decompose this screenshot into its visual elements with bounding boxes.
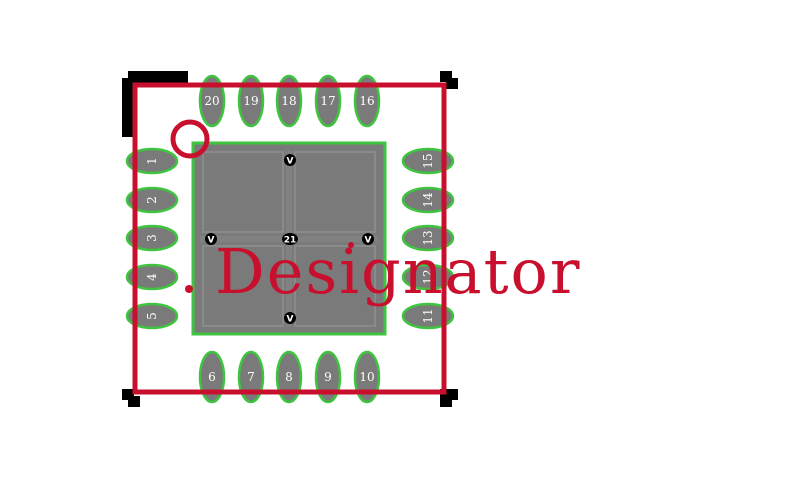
pad-shape — [125, 224, 179, 252]
pad: 14 — [401, 186, 455, 214]
pad-number: 14 — [421, 192, 435, 208]
pad-number: 19 — [243, 94, 258, 108]
pad-shape — [314, 74, 342, 128]
pad-shape — [125, 147, 179, 175]
designator-origin-dot — [185, 285, 193, 293]
thermal-pad-inset-br — [294, 245, 376, 327]
pad-shape — [401, 147, 455, 175]
pad: 17 — [314, 74, 342, 128]
via-right: V — [362, 233, 374, 246]
pad-number: 5 — [145, 312, 159, 320]
silkscreen-outline — [132, 82, 447, 395]
corner-mark-top-right — [440, 71, 458, 89]
pad-shape — [401, 186, 455, 214]
pads-right-column: 15 14 13 12 11 — [401, 147, 455, 330]
thermal-pad-inset-bl — [202, 245, 284, 327]
pad-number: 6 — [208, 370, 216, 384]
pad-number: 2 — [145, 196, 159, 204]
pad-number: 3 — [145, 234, 159, 242]
pad-shape — [401, 302, 455, 330]
via-label: V — [287, 157, 294, 167]
pad-number: 10 — [359, 370, 374, 384]
pad: 3 — [125, 224, 179, 252]
pad: 18 — [275, 74, 303, 128]
pads-top-row: 20 19 18 17 16 — [198, 74, 381, 128]
pad-number: 20 — [204, 94, 219, 108]
pad-number: 12 — [421, 269, 435, 284]
pad-shape — [198, 74, 226, 128]
pad-number: 17 — [320, 94, 335, 108]
pad-shape — [401, 263, 455, 291]
corner-mark-bottom-left — [122, 389, 140, 407]
via-left: V — [205, 233, 217, 246]
pad: 20 — [198, 74, 226, 128]
via-top: V — [284, 154, 296, 167]
pad-number: 16 — [359, 94, 374, 108]
pad-shape — [275, 74, 303, 128]
designator-label: Designator — [215, 235, 582, 308]
pad-number: 18 — [281, 94, 296, 108]
thermal-pad-inset-tl — [202, 151, 284, 233]
via-label: V — [287, 315, 294, 325]
pad: 15 — [401, 147, 455, 175]
thermal-pad-number: 21 — [284, 236, 297, 246]
pad-number: 15 — [421, 153, 435, 168]
pad-shape — [125, 302, 179, 330]
pad-number: 8 — [285, 370, 293, 384]
pad: 5 — [125, 302, 179, 330]
pad: 1 — [125, 147, 179, 175]
pad: 11 — [401, 302, 455, 330]
via-bottom: V — [284, 312, 296, 325]
pads-left-column: 1 2 3 4 5 — [125, 147, 179, 330]
pad-shape — [237, 74, 265, 128]
pad: 4 — [125, 263, 179, 291]
pad-shape — [353, 74, 381, 128]
thermal-pad: V V V V 21 — [191, 141, 387, 336]
pad-number: 7 — [247, 370, 255, 384]
designator-reference-dot — [348, 242, 354, 248]
pad-shape — [125, 263, 179, 291]
pad: 19 — [237, 74, 265, 128]
pad: 2 — [125, 186, 179, 214]
pad: 16 — [353, 74, 381, 128]
pin1-indicator-circle — [170, 119, 210, 159]
pad-number: 11 — [421, 308, 435, 323]
pad: 13 — [401, 224, 455, 252]
corner-mark-top-left-tab — [128, 71, 188, 80]
thermal-pad-center-label: 21 — [282, 233, 298, 246]
pad-number: 1 — [145, 157, 159, 165]
pad-shape — [401, 224, 455, 252]
pad-number: 4 — [145, 273, 159, 281]
pad: 12 — [401, 263, 455, 291]
thermal-pad-inset-tr — [294, 151, 376, 233]
via-label: V — [208, 236, 215, 246]
via-label: V — [365, 236, 372, 246]
pad-number: 9 — [324, 370, 332, 384]
pad-number: 13 — [421, 230, 435, 245]
pad-shape — [125, 186, 179, 214]
